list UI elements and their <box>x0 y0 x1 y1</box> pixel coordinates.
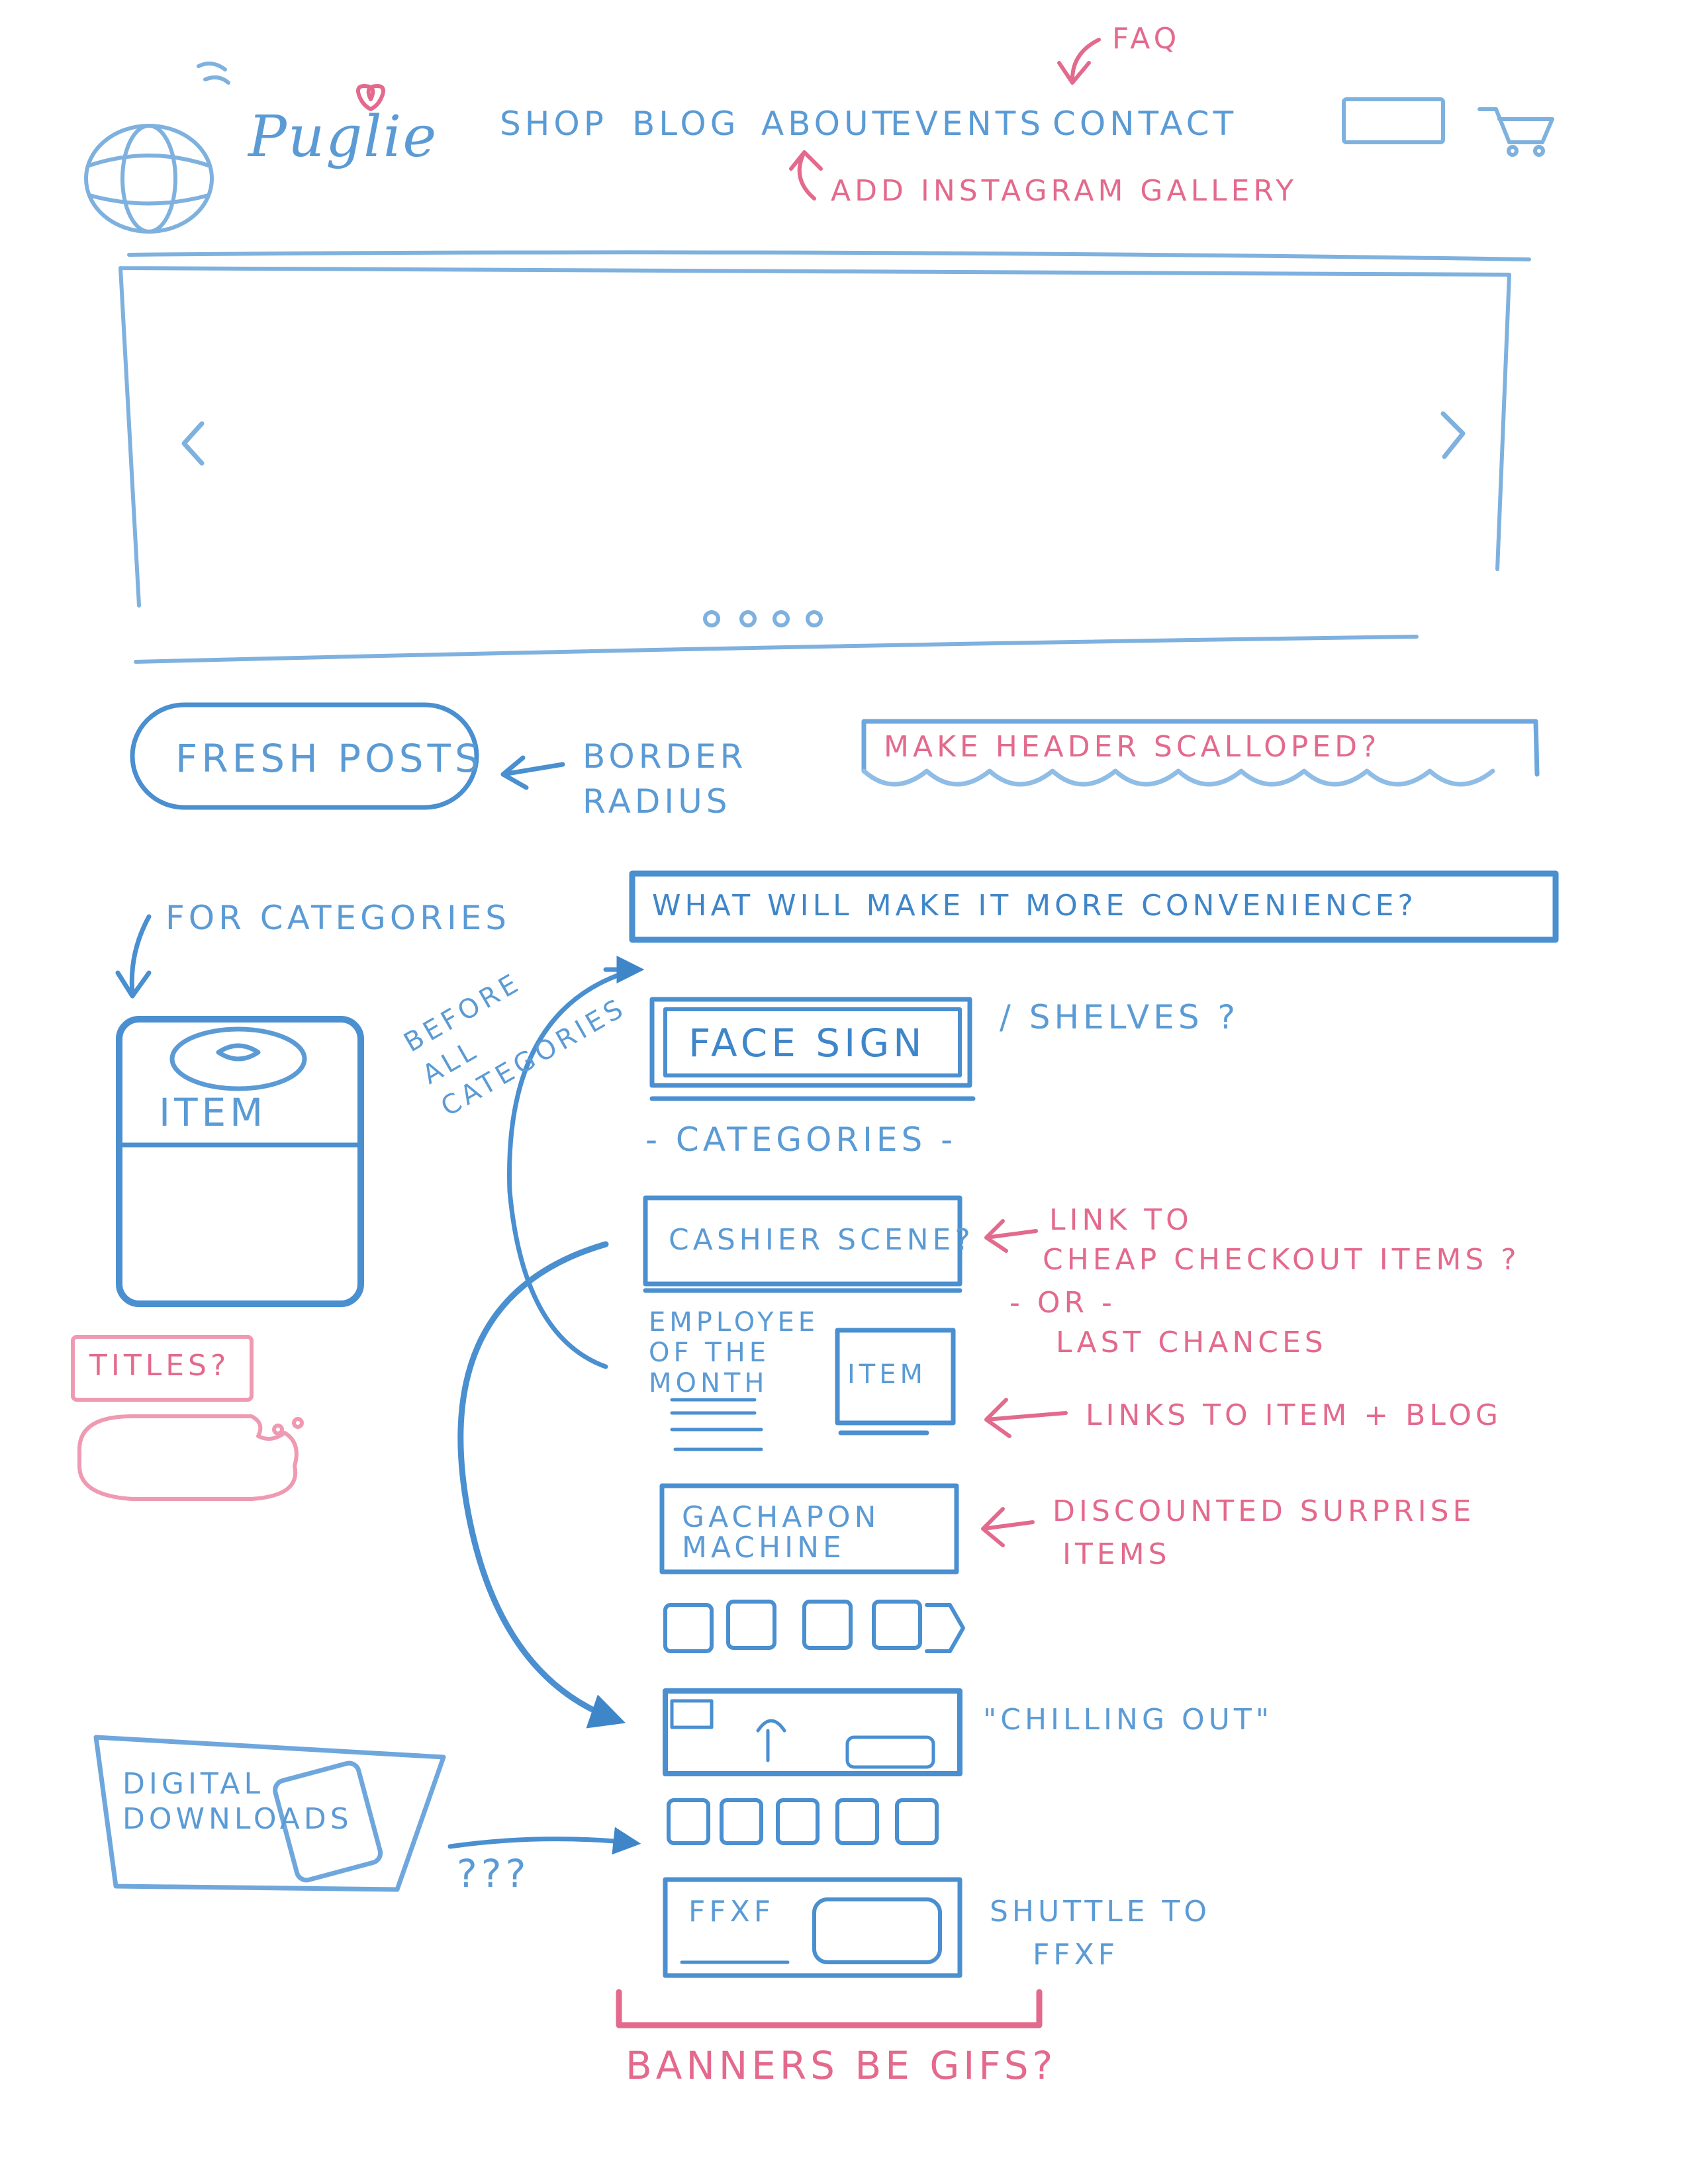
gachapon-box <box>659 1483 959 1574</box>
note-border-radius: Border Radius <box>583 737 747 821</box>
face-sign-box <box>649 997 972 1088</box>
cashier-label: Cashier Scene? <box>669 1223 974 1257</box>
note-or: - or - <box>1009 1286 1116 1320</box>
ffxf-label: FFXF <box>688 1895 775 1929</box>
nav-item-about[interactable]: About <box>761 105 897 143</box>
note-banners-gifs: Banners be gifs? <box>626 2043 1057 2088</box>
nav-item-events[interactable]: Events <box>890 105 1045 143</box>
employee-item-box <box>835 1328 956 1426</box>
cart-icon <box>1477 107 1554 157</box>
note-for-categories: For categories <box>165 899 511 937</box>
category-item-label: Item <box>159 1090 267 1135</box>
banners-bracket <box>616 1989 1043 2028</box>
gachapon-label: Gachapon Machine <box>682 1500 880 1565</box>
cashier-box <box>643 1195 962 1287</box>
brand-logo[interactable]: Puglie <box>248 104 438 170</box>
note-instagram-gallery: Add Instagram Gallery <box>831 174 1298 208</box>
note-ffxf: FFXF <box>1033 1938 1119 1972</box>
note-shelves: / Shelves ? <box>1000 998 1239 1036</box>
note-shuttle-to: Shuttle to <box>990 1895 1211 1929</box>
scallop-header-label: Make header scalloped? <box>884 730 1381 764</box>
search-box <box>1342 97 1445 144</box>
face-sign-label: Face Sign <box>688 1021 926 1066</box>
note-chilling-out: "Chilling out" <box>983 1703 1273 1737</box>
logo-heart-icon <box>356 84 385 111</box>
categories-divider: - Categories - <box>645 1120 957 1159</box>
nav-item-contact[interactable]: Contact <box>1053 105 1238 143</box>
nav-item-shop[interactable]: Shop <box>500 105 608 143</box>
ffxf-banner <box>663 1877 962 1978</box>
digital-downloads-label: Digital Downloads <box>122 1767 353 1836</box>
employee-of-month-label: Employee of the month <box>649 1307 820 1398</box>
fresh-posts-pill <box>130 702 479 810</box>
note-last-chances: Last chances <box>1056 1326 1327 1359</box>
gachapon-items <box>663 1600 965 1653</box>
titles-box <box>71 1335 254 1402</box>
chilling-out-items <box>667 1798 939 1845</box>
category-item-card <box>116 1016 364 1307</box>
chilling-out-banner <box>663 1688 962 1776</box>
nav-item-blog[interactable]: Blog <box>632 105 740 143</box>
employee-item-label: Item <box>847 1359 927 1390</box>
convenience-header-label: What will make it more convenience? <box>652 889 1417 923</box>
fresh-posts-label: Fresh Posts <box>175 736 483 781</box>
note-items: items <box>1062 1537 1171 1571</box>
convenience-header <box>629 870 1559 943</box>
carousel-dots <box>703 610 823 627</box>
note-discounted-surprise: Discounted surprise <box>1053 1494 1476 1528</box>
logo-globe-icon <box>84 62 230 234</box>
note-cheap-checkout: Cheap checkout items ? <box>1043 1243 1521 1277</box>
carousel-prev-arrow <box>181 421 205 466</box>
carousel-next-arrow <box>1440 411 1466 459</box>
note-faq: FAQ <box>1112 22 1181 56</box>
note-links-item-blog: Links to item + blog <box>1086 1398 1502 1432</box>
digital-downloads-box <box>93 1735 446 1892</box>
note-link-to: Link to <box>1049 1203 1193 1237</box>
hero-carousel <box>118 266 1511 608</box>
scallop-header <box>861 719 1540 777</box>
note-question-marks: ??? <box>457 1851 530 1896</box>
titles-note: Titles? <box>89 1349 230 1383</box>
bitten-pill <box>77 1414 299 1501</box>
